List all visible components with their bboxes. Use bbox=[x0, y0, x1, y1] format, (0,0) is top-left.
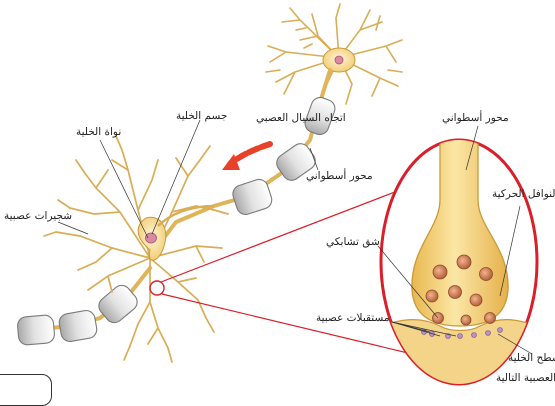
label-axon-zoom: محور أسطواني bbox=[442, 112, 509, 124]
impulse-direction-arrow bbox=[222, 144, 270, 170]
page-corner-tab bbox=[0, 374, 52, 406]
label-synaptic-cleft: شق تشابكي bbox=[326, 236, 380, 248]
label-dendrites: شجيرات عصبية bbox=[4, 210, 72, 222]
label-next-cell-surface-2: العصبية التالية bbox=[496, 372, 555, 384]
label-neuroreceptors: مستقبلات عصبية bbox=[316, 312, 389, 324]
label-cell-body: جسم الخلية bbox=[176, 110, 227, 122]
myelin-sheath-lower bbox=[17, 282, 141, 346]
label-axon: محور أسطواني bbox=[306, 170, 373, 182]
neuron-diagram: اتجاه السيال العصبي جسم الخلية نواة الخل… bbox=[0, 0, 555, 394]
label-next-cell-surface-1: سطح الخلية bbox=[508, 352, 555, 364]
upper-neuron-nucleus bbox=[335, 56, 343, 64]
label-axon-terminals: النوافل الحركية bbox=[492, 188, 555, 200]
label-cell-nucleus: نواة الخلية bbox=[76, 126, 121, 138]
diagram-canvas bbox=[0, 0, 555, 394]
synapse-highlight-circle bbox=[150, 281, 164, 295]
axon-core bbox=[30, 70, 330, 330]
label-nerve-impulse-direction: اتجاه السيال العصبي bbox=[256, 112, 346, 124]
main-cell-nucleus bbox=[146, 233, 157, 243]
